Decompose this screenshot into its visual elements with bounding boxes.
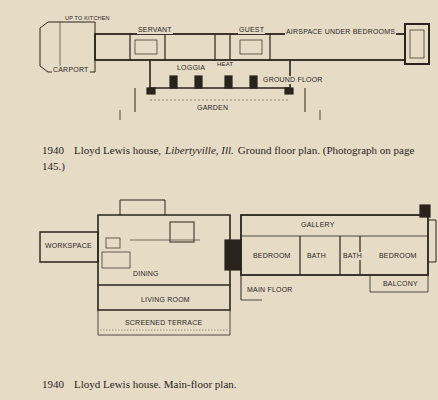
caption-text: Lloyd Lewis house, — [74, 144, 161, 156]
room-label: GROUND FLOOR — [262, 76, 324, 84]
room-label: BEDROOM — [378, 252, 418, 260]
room-label: WORKSPACE — [44, 242, 93, 250]
room-label: LOGGIA — [176, 64, 206, 72]
room-label: BATH — [306, 252, 327, 260]
room-label: CARPORT — [52, 66, 90, 74]
caption-text: 1940 — [42, 144, 64, 156]
room-label: GUEST — [238, 26, 265, 34]
room-label: UP TO KITCHEN — [64, 15, 111, 21]
room-label: SERVANT — [137, 26, 173, 34]
room-label: MAIN FLOOR — [246, 286, 294, 294]
caption-text: Libertyville, Ill. — [165, 144, 234, 156]
room-label: DINING — [132, 270, 160, 278]
room-label: SCREENED TERRACE — [124, 319, 203, 327]
room-label: GARDEN — [196, 104, 229, 112]
room-label: BALCONY — [382, 280, 419, 288]
caption: 1940 Lloyd Lewis house. Main-floor plan. — [42, 377, 427, 393]
caption: 1940 Lloyd Lewis house, Libertyville, Ill.… — [42, 143, 427, 175]
caption-text: 1940 — [42, 378, 64, 390]
ground-floor-walls — [40, 22, 429, 120]
room-label: AIRSPACE UNDER BEDROOMS — [285, 28, 396, 36]
main-floor-walls — [40, 200, 436, 335]
room-label: LIVING ROOM — [140, 296, 191, 304]
caption-text: Lloyd Lewis house. Main-floor plan. — [74, 378, 237, 390]
room-label: BATH — [342, 252, 363, 260]
room-label: HEAT — [216, 61, 234, 68]
room-label: GALLERY — [300, 221, 336, 229]
room-label: BEDROOM — [252, 252, 292, 260]
